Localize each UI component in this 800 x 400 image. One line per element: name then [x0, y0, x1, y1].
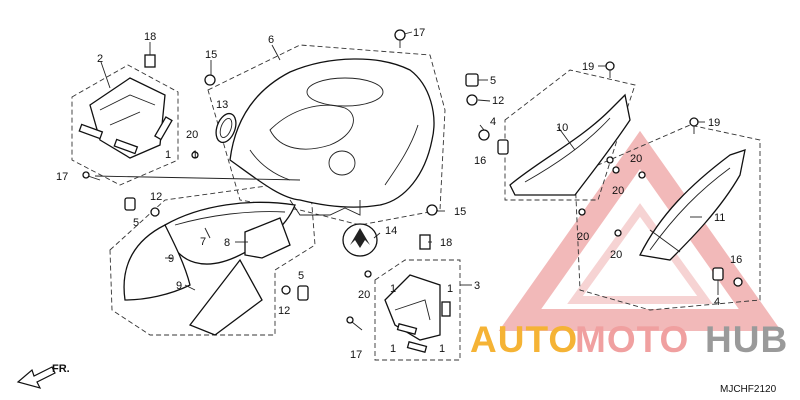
callout-17: 17: [350, 349, 362, 361]
callout-18: 18: [144, 31, 156, 43]
side-cover-part-11: [639, 149, 746, 261]
callout-1: 1: [447, 283, 453, 295]
bracket-part-3: [384, 274, 451, 354]
callout-1: 1: [390, 343, 396, 355]
panel-part-8: [244, 217, 291, 259]
callout-19: 19: [708, 117, 720, 129]
callout-10: 10: [556, 122, 568, 134]
leader-lines: [94, 31, 719, 295]
callout-17: 17: [56, 171, 68, 183]
callout-4: 4: [714, 296, 720, 308]
callout-12: 12: [278, 305, 290, 317]
callout-20: 20: [630, 153, 642, 165]
group-outline-2: [71, 64, 179, 186]
callout-11: 11: [714, 212, 725, 224]
pad-part-9-lower: [188, 258, 263, 336]
callout-15: 15: [454, 206, 466, 218]
watermark-part2: MOTO: [575, 319, 689, 360]
callout-12: 12: [492, 95, 504, 107]
callout-13: 13: [216, 99, 228, 111]
watermark-logo: AUTO MOTO HUB: [470, 319, 788, 360]
callout-1: 1: [390, 283, 396, 295]
group-outline-3: [374, 259, 461, 361]
tank-cover-part-6: [229, 58, 435, 216]
callout-1: 1: [165, 149, 171, 161]
group-outline-6: [207, 44, 446, 226]
side-cover-part-10: [509, 93, 631, 196]
callout-3: 3: [474, 280, 480, 292]
callout-5: 5: [490, 75, 496, 87]
callout-9: 9: [168, 253, 174, 265]
front-arrow-icon: [16, 366, 56, 389]
callout-8: 8: [224, 237, 230, 249]
bracket-part-2: [78, 54, 173, 159]
callout-1: 1: [439, 343, 445, 355]
emblem-part-14: [342, 223, 378, 257]
callout-15: 15: [205, 49, 217, 61]
callout-20: 20: [577, 231, 589, 243]
group-outline-7: [109, 179, 316, 336]
callout-18: 18: [440, 237, 452, 249]
callout-2: 2: [97, 53, 103, 65]
group-outline-11: [574, 124, 761, 311]
callout-14: 14: [385, 225, 397, 237]
callout-17: 17: [413, 27, 425, 39]
watermark-part3: HUB: [705, 319, 788, 360]
callout-20: 20: [610, 249, 622, 261]
callout-1: 1: [192, 149, 198, 161]
watermark-part1: AUTO: [470, 319, 578, 360]
callout-5: 5: [298, 270, 304, 282]
callout-12: 12: [150, 191, 162, 203]
callout-16: 16: [474, 155, 486, 167]
callout-4: 4: [490, 116, 496, 128]
callout-20: 20: [186, 129, 198, 141]
callout-16: 16: [730, 254, 742, 266]
callout-20: 20: [358, 289, 370, 301]
callout-9: 9: [176, 280, 182, 292]
callout-7: 7: [200, 236, 206, 248]
front-marker-label: FR.: [52, 363, 70, 375]
callout-5: 5: [133, 217, 139, 229]
side-panel-part-9-upper: [123, 224, 191, 301]
diagram-code: MJCHF2120: [720, 384, 777, 395]
callout-19: 19: [582, 61, 594, 73]
callout-20: 20: [612, 185, 624, 197]
callout-6: 6: [268, 34, 274, 46]
